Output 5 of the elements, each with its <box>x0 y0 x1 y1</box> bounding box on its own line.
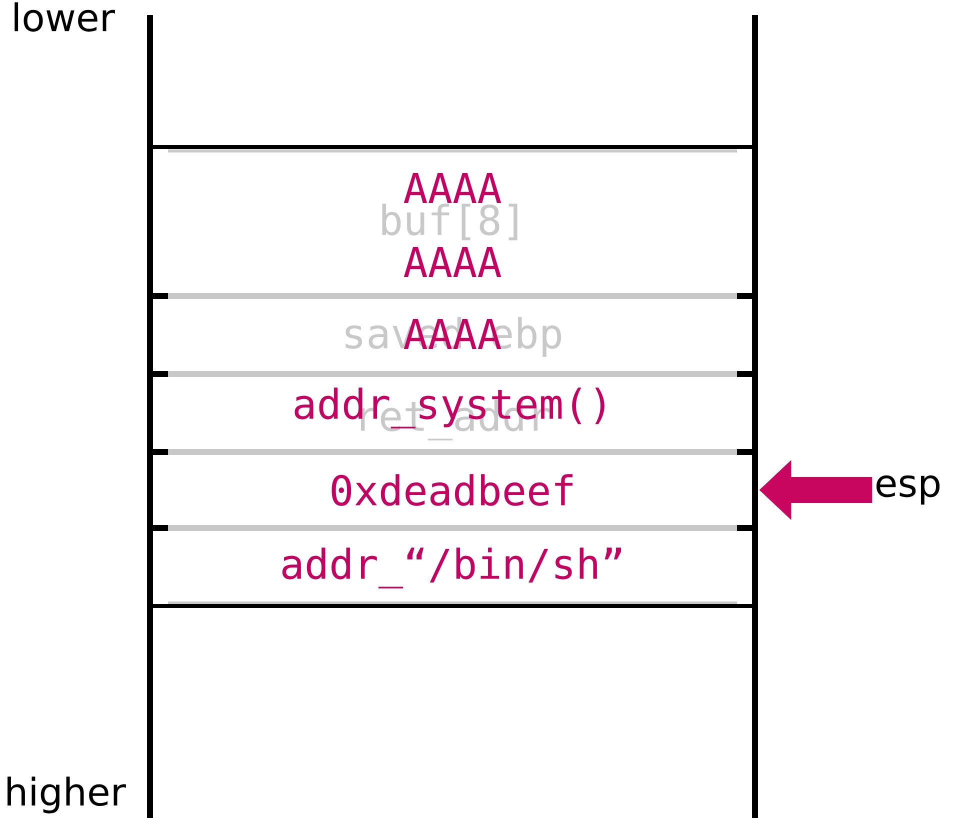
address-label: lower <box>14 2 115 32</box>
stack-slot: 0xdeadbeef <box>147 474 758 531</box>
stack-slot: addr_“/bin/sh” <box>147 548 758 608</box>
address-label: higher <box>8 776 126 814</box>
register-label: esp <box>876 475 940 505</box>
